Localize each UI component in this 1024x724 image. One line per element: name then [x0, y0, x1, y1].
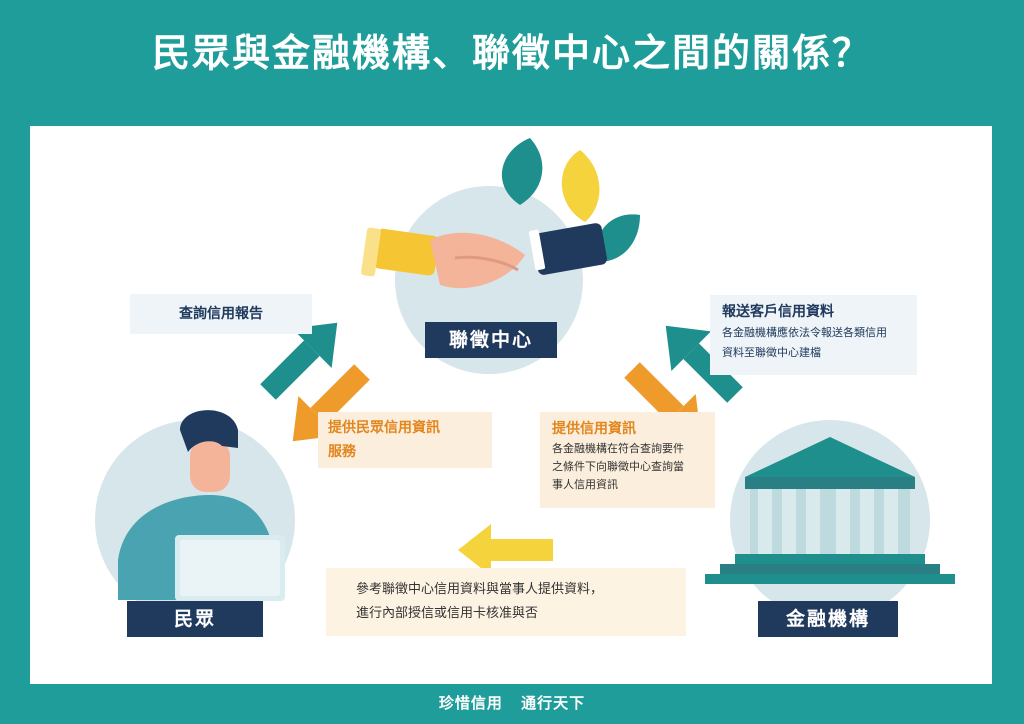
arrow-reference-icon: [458, 524, 553, 576]
people-label: 民眾: [127, 601, 263, 637]
report-note: 報送客戶信用資料 各金融機構應依法令報送各類信用 資料至聯徵中心建檔: [710, 295, 917, 375]
arrow-query-icon: [260, 322, 338, 400]
provide-service-note: 提供民眾信用資訊 服務: [318, 412, 492, 468]
footer: 珍惜信用 通行天下: [0, 692, 1024, 713]
report-head: 報送客戶信用資料: [722, 304, 834, 320]
provide-credit-head: 提供信用資訊: [552, 421, 636, 437]
reference-body: 參考聯徵中心信用資料與當事人提供資料， 進行內部授信或信用卡核准與否: [356, 582, 604, 621]
report-body: 各金融機構應依法令報送各類信用 資料至聯徵中心建檔: [722, 326, 887, 359]
person-icon: [118, 410, 285, 601]
query-report-note: 查詢信用報告: [130, 294, 312, 334]
provide-credit-note: 提供信用資訊 各金融機構在符合查詢要件 之條件下向聯徵中心查詢當 事人信用資訊: [540, 412, 715, 508]
provide-service-text: 提供民眾信用資訊 服務: [328, 420, 440, 460]
query-report-text: 查詢信用報告: [179, 306, 263, 322]
page-title: 民眾與金融機構、聯徵中心之間的關係？: [151, 31, 872, 75]
center-label: 聯徵中心: [425, 322, 557, 358]
footer-right: 通行天下: [521, 694, 586, 712]
bank-label: 金融機構: [758, 601, 898, 637]
footer-left: 珍惜信用: [438, 694, 503, 712]
handshake-icon: [361, 223, 607, 289]
reference-note: 參考聯徵中心信用資料與當事人提供資料， 進行內部授信或信用卡核准與否: [326, 568, 686, 636]
leaves-icon: [501, 138, 640, 262]
provide-credit-body: 各金融機構在符合查詢要件 之條件下向聯徵中心查詢當 事人信用資訊: [552, 442, 684, 491]
bank-icon: [705, 437, 955, 584]
